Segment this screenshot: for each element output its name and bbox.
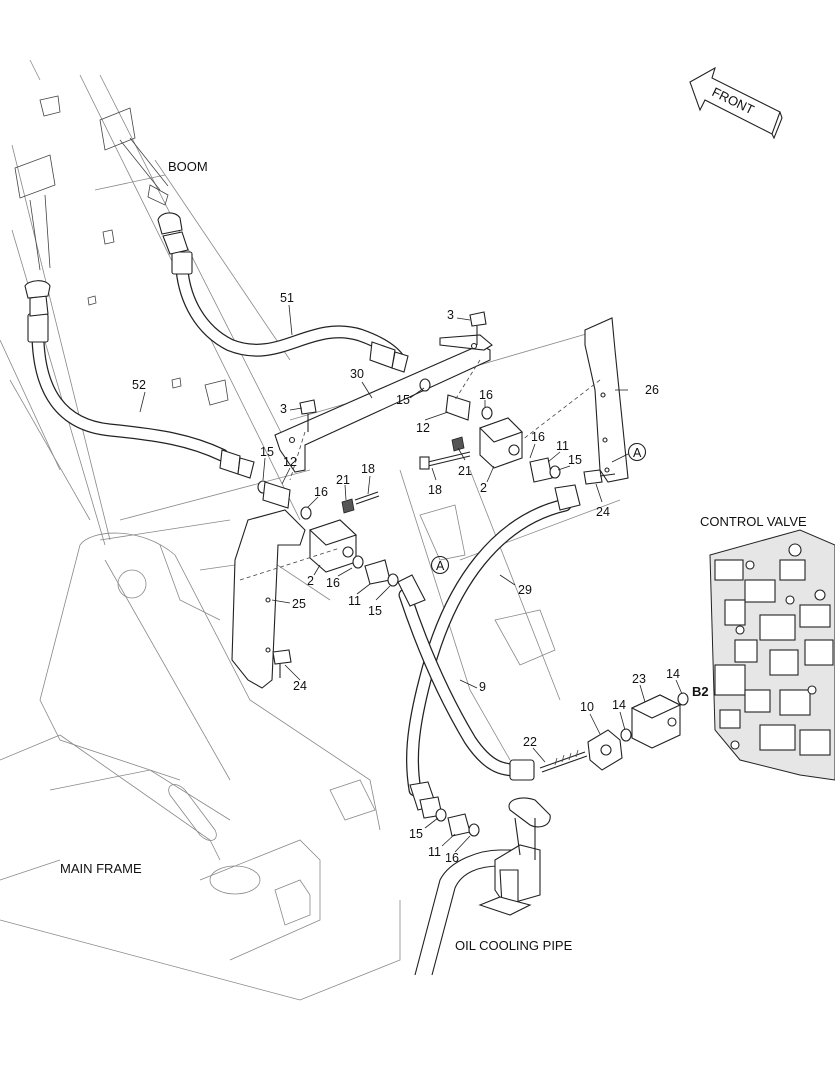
block-2-lower [308,519,358,573]
hose-51 [157,212,409,373]
front-label: FRONT [710,84,757,117]
part-label-18-left: 18 [361,462,375,476]
part-label-15-right: 15 [568,453,582,467]
part-label-15-upper: 15 [396,393,410,407]
part-label-10: 10 [580,700,594,714]
part-label-24-upper: 24 [596,505,610,519]
part-label-11-right: 11 [556,439,569,453]
bracket-30 [274,334,493,473]
part-label-18-upper: 18 [428,483,442,497]
oil-cooling-pipe-caption: OIL COOLING PIPE [455,938,573,953]
part-label-52: 52 [132,378,146,392]
part-label-14-right: 14 [666,667,680,681]
reference-a-upper-label: A [633,446,642,460]
block-2-upper [478,417,524,469]
part-label-16-bottom: 16 [445,851,459,865]
oil-cooling-pipe [414,797,551,976]
part-label-21-left: 21 [336,473,350,487]
part-label-22: 22 [523,735,537,749]
part-label-16-lower: 16 [326,576,340,590]
bolt-22 [539,749,588,773]
part-label-16-upper: 16 [479,388,493,402]
flange-10 [587,729,623,771]
part-label-12-upper: 12 [416,421,430,435]
port-b2-label: B2 [692,684,709,699]
part-label-29: 29 [518,583,532,597]
fittings [257,311,689,837]
part-label-15-lower: 15 [368,604,382,618]
hose-52 [24,280,255,479]
assembly-lines [239,359,601,581]
bracket-26 [584,317,629,483]
part-label-15-left: 15 [260,445,274,459]
reference-a-lower-label: A [436,559,445,573]
part-label-11-bottom: 11 [428,845,441,859]
part-label-12-left: 12 [283,455,297,469]
part-label-51: 51 [280,291,294,305]
block-23 [630,694,682,749]
part-label-23: 23 [632,672,646,686]
part-label-3-lower: 3 [280,402,287,416]
part-label-16-left: 16 [314,485,328,499]
part-label-16-right: 16 [531,430,545,444]
part-label-26: 26 [645,383,659,397]
part-label-11-lower: 11 [348,594,361,608]
front-arrow-icon: FRONT [689,66,783,140]
main-frame-caption: MAIN FRAME [60,861,142,876]
part-label-25: 25 [292,597,306,611]
part-label-14-left: 14 [612,698,626,712]
reference-a-lower: A [430,555,450,575]
part-label-24-lower: 24 [293,679,307,693]
part-labels: 51 52 30 3 3 15 16 12 26 16 11 15 21 18 … [132,291,680,865]
part-label-2-upper: 2 [480,481,487,495]
hose-9 [397,574,535,781]
boom-caption: BOOM [168,159,208,174]
part-label-9: 9 [479,680,486,694]
part-label-21-upper: 21 [458,464,472,478]
control-valve [709,529,835,781]
part-label-2-lower: 2 [307,574,314,588]
boom-structure [0,59,311,546]
part-label-15-bottom: 15 [409,827,423,841]
leaders [139,304,683,853]
control-valve-caption: CONTROL VALVE [700,514,807,529]
part-label-3-upper: 3 [447,308,454,322]
bracket-25 [231,509,306,689]
part-label-30: 30 [350,367,364,381]
reference-a-upper: A [611,442,647,463]
